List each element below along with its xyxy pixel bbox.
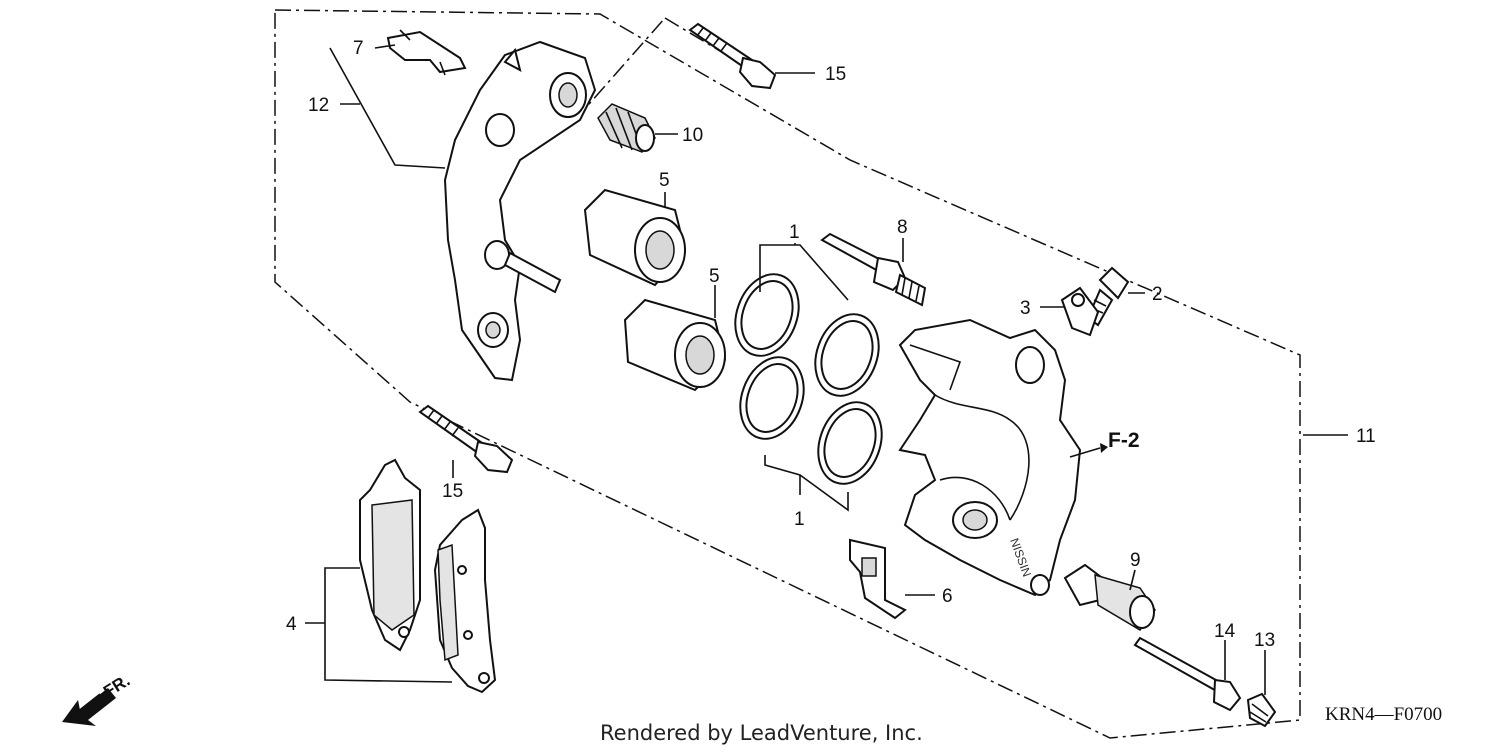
callout-10: 10 [682, 125, 703, 146]
callout-1-lower: 1 [794, 509, 805, 530]
flange-bolt-lower [418, 404, 514, 474]
flange-bolt-top [688, 22, 777, 90]
callout-7: 7 [353, 38, 364, 59]
callout-12: 12 [308, 95, 329, 116]
front-direction-arrow [62, 688, 116, 726]
pad-retainer [849, 538, 907, 620]
callout-5-lower: 5 [709, 266, 720, 287]
callout-3: 3 [1020, 298, 1031, 319]
brake-pad-rear [433, 508, 497, 694]
caliper-bracket [443, 40, 597, 382]
callout-15-lower: 15 [442, 481, 463, 502]
callout-4: 4 [286, 614, 297, 635]
diagram-code: KRN4—F0700 [1325, 704, 1442, 725]
pin-plug [1246, 692, 1277, 728]
leader-lines [305, 44, 1348, 695]
callout-1-upper: 1 [789, 222, 800, 243]
piston-seal-set [734, 273, 883, 485]
callout-11: 11 [1356, 426, 1376, 447]
piston-upper [583, 188, 687, 287]
slide-pin [820, 232, 927, 307]
bleeder-cap [1060, 286, 1100, 337]
callout-8: 8 [897, 217, 908, 238]
callout-5-upper: 5 [659, 170, 670, 191]
callout-6: 6 [942, 586, 953, 607]
pad-spring [386, 29, 467, 76]
slide-pin-boot [1063, 563, 1156, 631]
caliper-body: NISSIN [898, 318, 1082, 597]
callout-14: 14 [1214, 621, 1236, 642]
callout-15-upper: 15 [825, 64, 846, 85]
callout-9: 9 [1130, 550, 1141, 571]
callout-2: 2 [1152, 284, 1163, 305]
reference-label: F-2 [1108, 429, 1140, 452]
brake-pad-front [359, 458, 421, 652]
pin-bolt [1133, 636, 1242, 712]
pin-boot [597, 103, 656, 153]
piston-lower [623, 298, 727, 392]
callout-13: 13 [1254, 630, 1275, 651]
render-credit: Rendered by LeadVenture, Inc. [600, 721, 923, 745]
